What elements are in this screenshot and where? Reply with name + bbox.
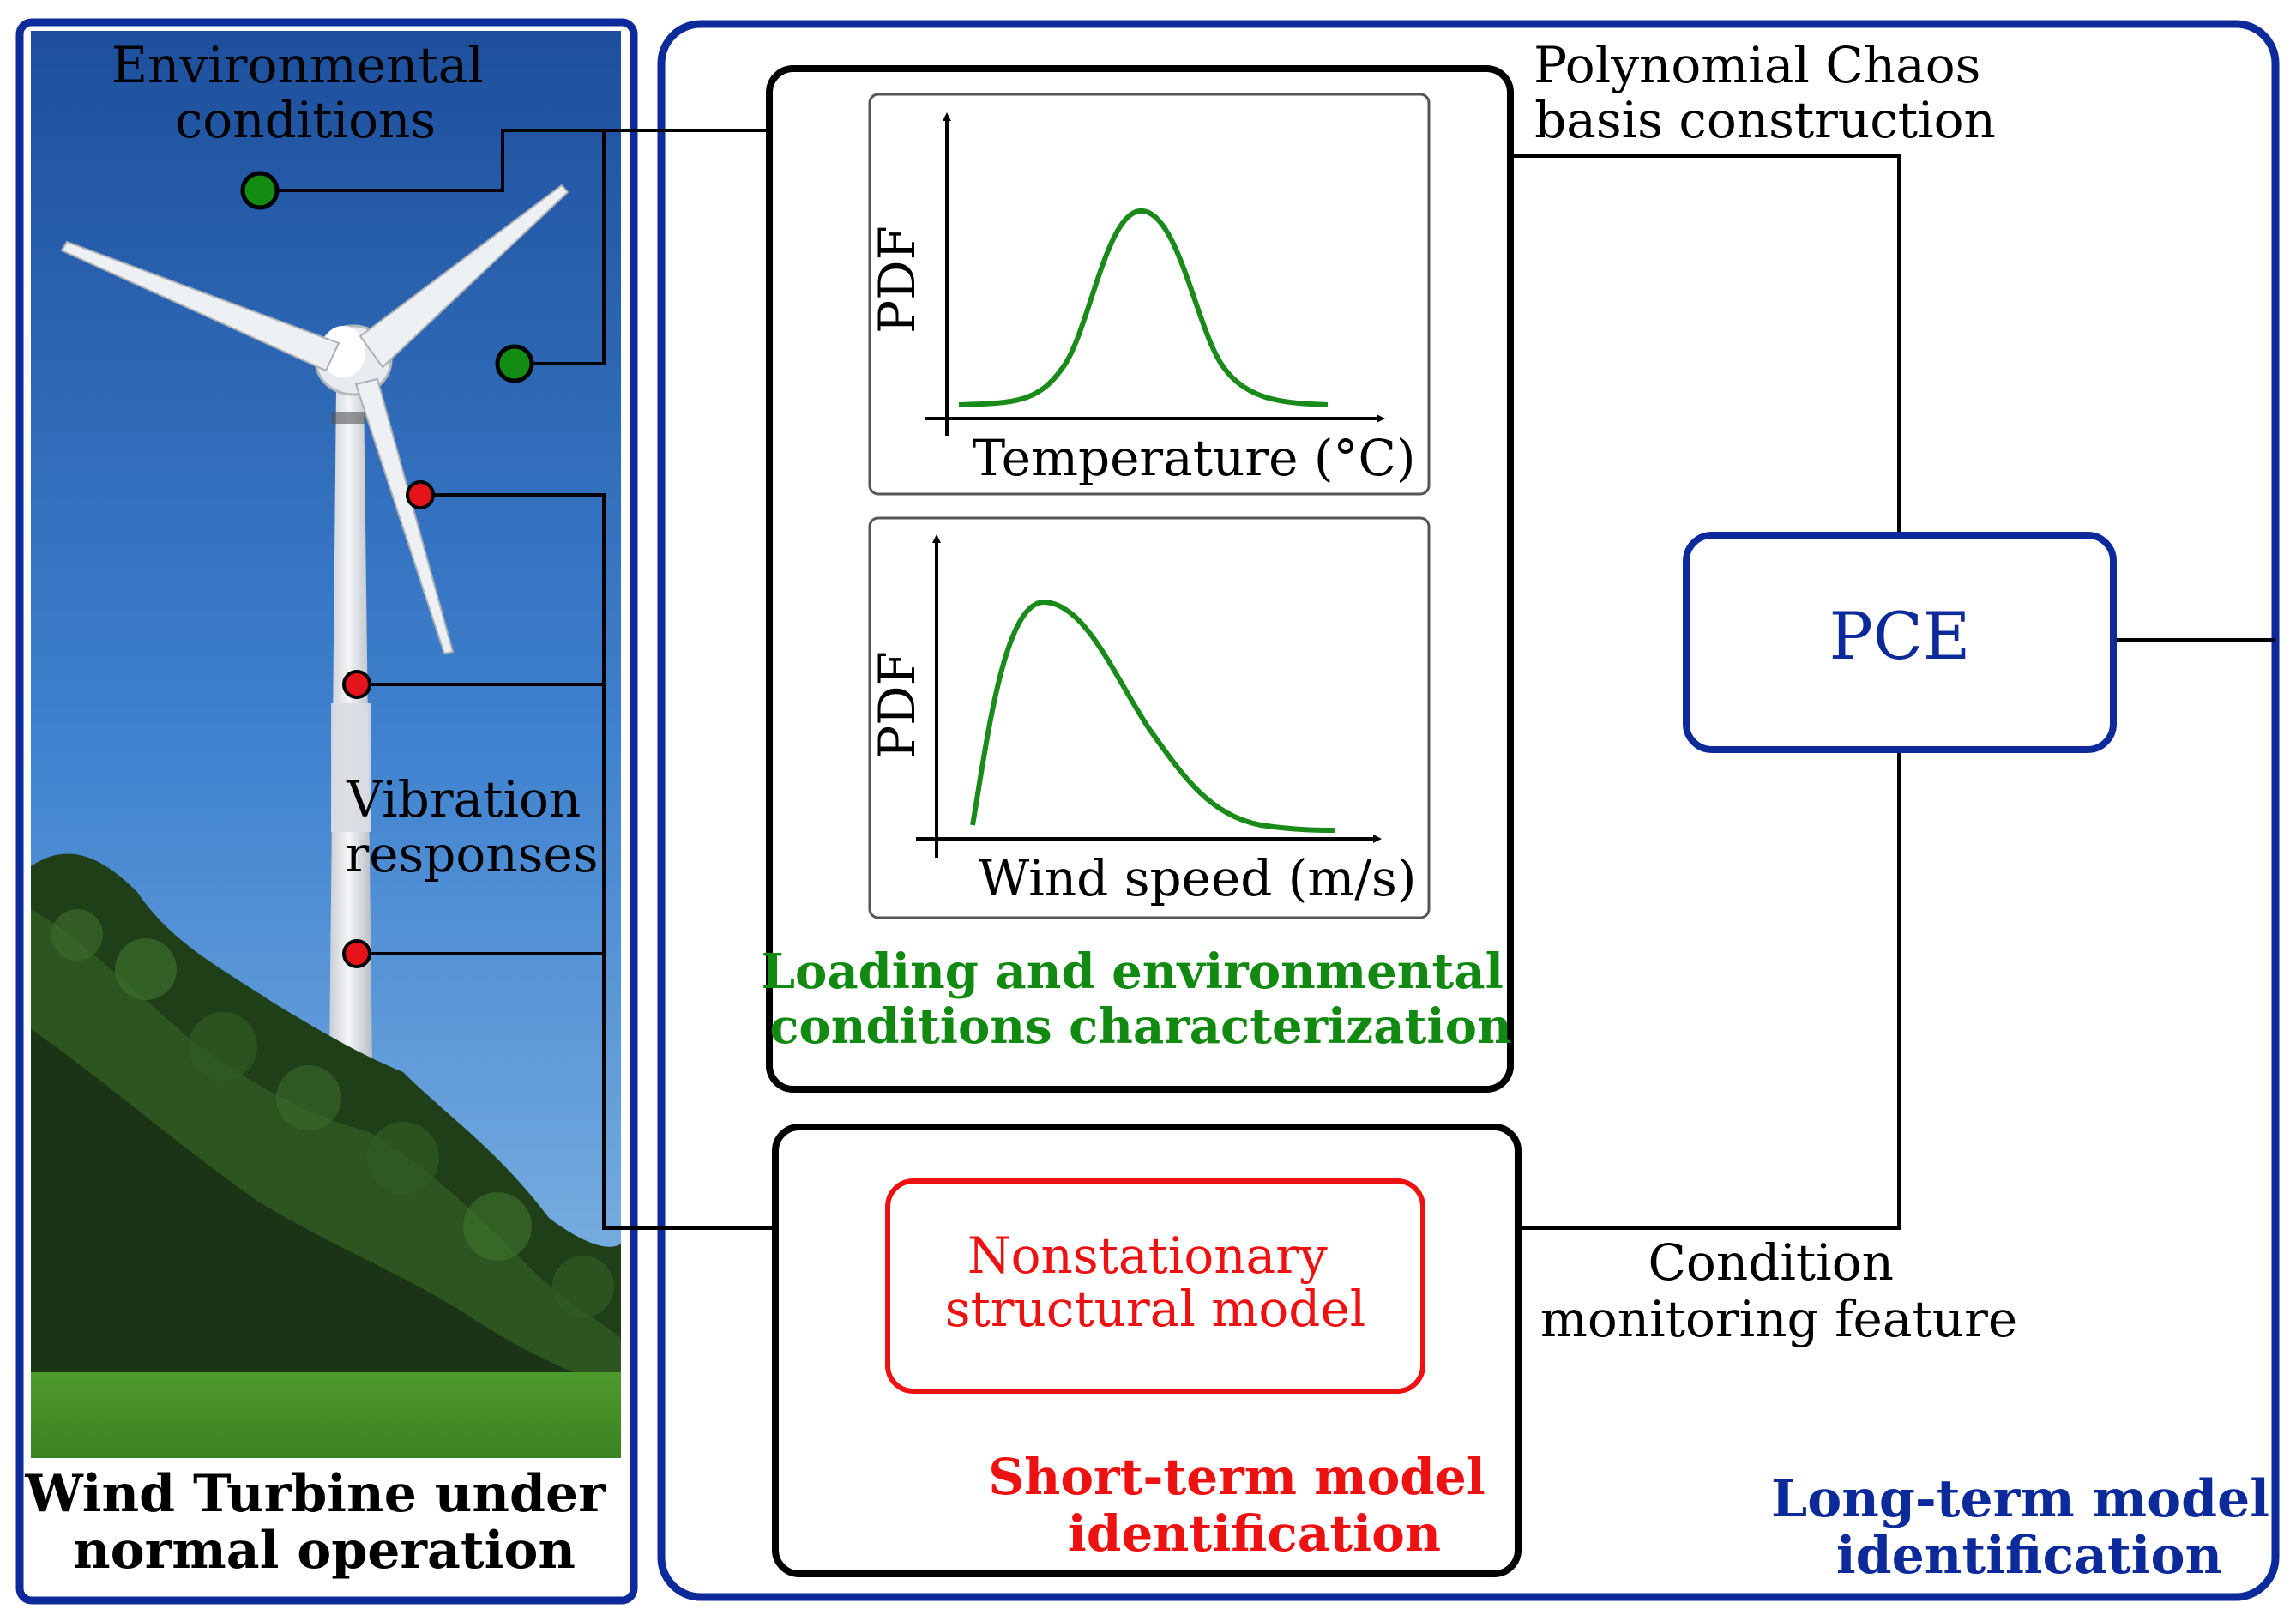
pce-label: PCE bbox=[1829, 598, 1971, 674]
wind-speed-pdf-xlabel: Wind speed (m/s) bbox=[979, 849, 1417, 907]
loading-box-title: Loading and environmental conditions cha… bbox=[762, 943, 1521, 1055]
temperature-pdf-plot: PDF Temperature (°C) bbox=[868, 93, 1431, 496]
wind-speed-pdf-curve bbox=[970, 599, 1335, 833]
connector-lines bbox=[260, 129, 2275, 1230]
long-term-panel-title: Long-term model identification bbox=[1771, 1469, 2287, 1586]
environmental-conditions-label: Environmental conditions bbox=[111, 36, 500, 149]
wind-turbine-panel-title: Wind Turbine under normal operation bbox=[24, 1464, 623, 1581]
short-term-box-title: Short-term model identification bbox=[988, 1448, 1503, 1563]
pce-box bbox=[1683, 532, 2117, 753]
polynomial-chaos-label: Polynomial Chaos basis construction bbox=[1534, 36, 1997, 149]
wind-speed-pdf-ylabel: PDF bbox=[868, 651, 926, 759]
long-term-panel-frame bbox=[657, 20, 2280, 1601]
temperature-pdf-curve bbox=[958, 208, 1329, 407]
wind-turbine-photo bbox=[31, 31, 621, 1458]
condition-monitoring-feature-label: Condition monitoring feature bbox=[1540, 1233, 2017, 1348]
wind-speed-pdf-plot: PDF Wind speed (m/s) bbox=[868, 516, 1431, 919]
nonstationary-model-box bbox=[885, 1178, 1425, 1394]
nonstationary-model-label: Nonstationary structural model bbox=[945, 1226, 1366, 1338]
temperature-pdf-ylabel: PDF bbox=[868, 226, 926, 334]
temperature-pdf-xlabel: Temperature (°C) bbox=[972, 429, 1415, 487]
vibration-sensor-3 bbox=[342, 939, 371, 968]
vibration-sensor-2 bbox=[342, 670, 371, 699]
wind-turbine-panel-frame bbox=[15, 18, 638, 1605]
caption-background bbox=[31, 1458, 621, 1595]
vibration-sensor-1 bbox=[406, 480, 435, 509]
environmental-sensor-1 bbox=[240, 171, 280, 210]
vibration-responses-label: Vibration responses bbox=[345, 770, 598, 883]
environmental-sensor-2 bbox=[495, 344, 534, 383]
